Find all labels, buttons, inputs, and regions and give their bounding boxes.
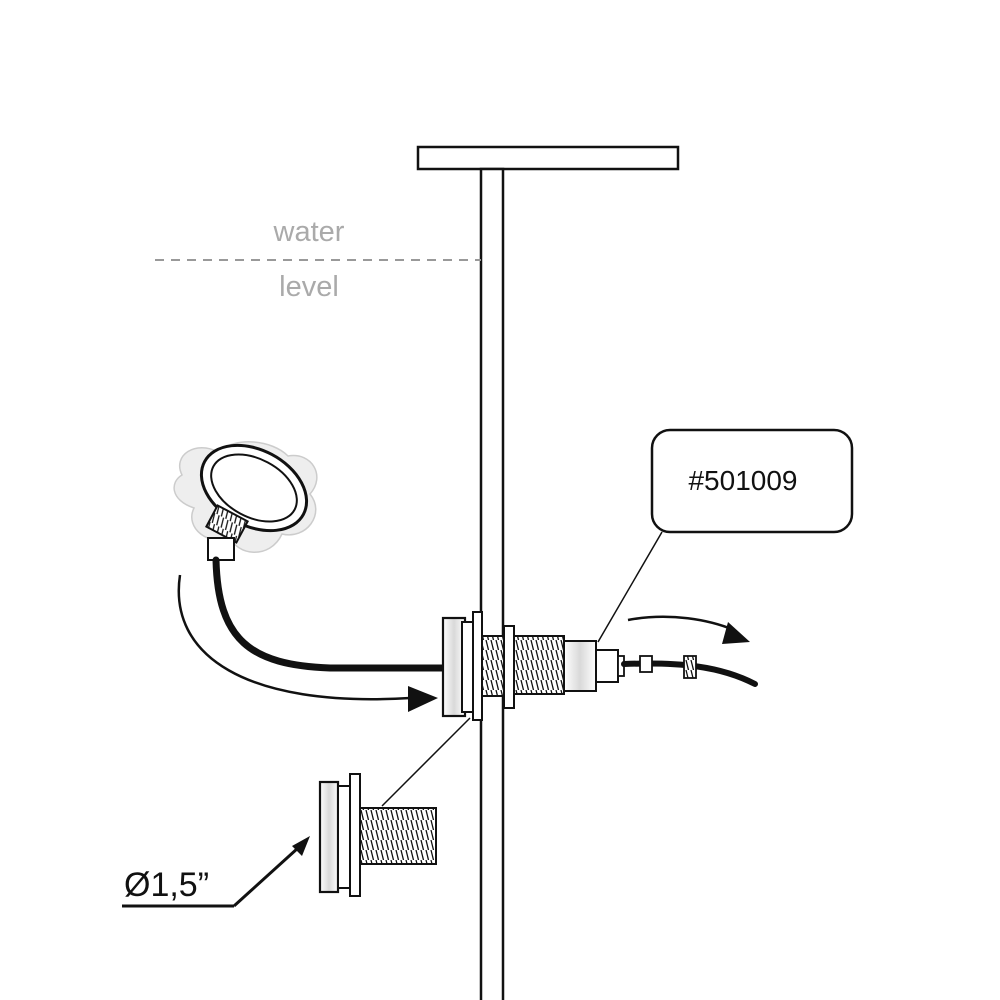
detail-leader-line <box>381 717 471 807</box>
diameter-dimension <box>122 836 310 908</box>
fitting-detail <box>318 773 437 897</box>
diameter-label: Ø1,5” <box>124 866 209 904</box>
air-hose <box>212 556 454 672</box>
callout-leader-line <box>597 531 663 643</box>
wall-fitting <box>441 611 625 721</box>
water-level-label-top: water <box>273 216 345 248</box>
tub-rim <box>416 145 680 171</box>
air-button-icon <box>173 441 318 561</box>
water-level-label-bottom: level <box>279 271 339 303</box>
flow-arrowhead-left <box>408 686 438 712</box>
part-number-label: #501009 <box>688 465 797 496</box>
part-number-box <box>650 428 854 534</box>
flow-arrow-left <box>177 574 411 701</box>
flow-arrow-right <box>627 615 735 632</box>
tub-wall <box>479 167 505 1000</box>
flow-arrowhead-right <box>722 622 750 644</box>
outgoing-tube <box>621 655 758 687</box>
